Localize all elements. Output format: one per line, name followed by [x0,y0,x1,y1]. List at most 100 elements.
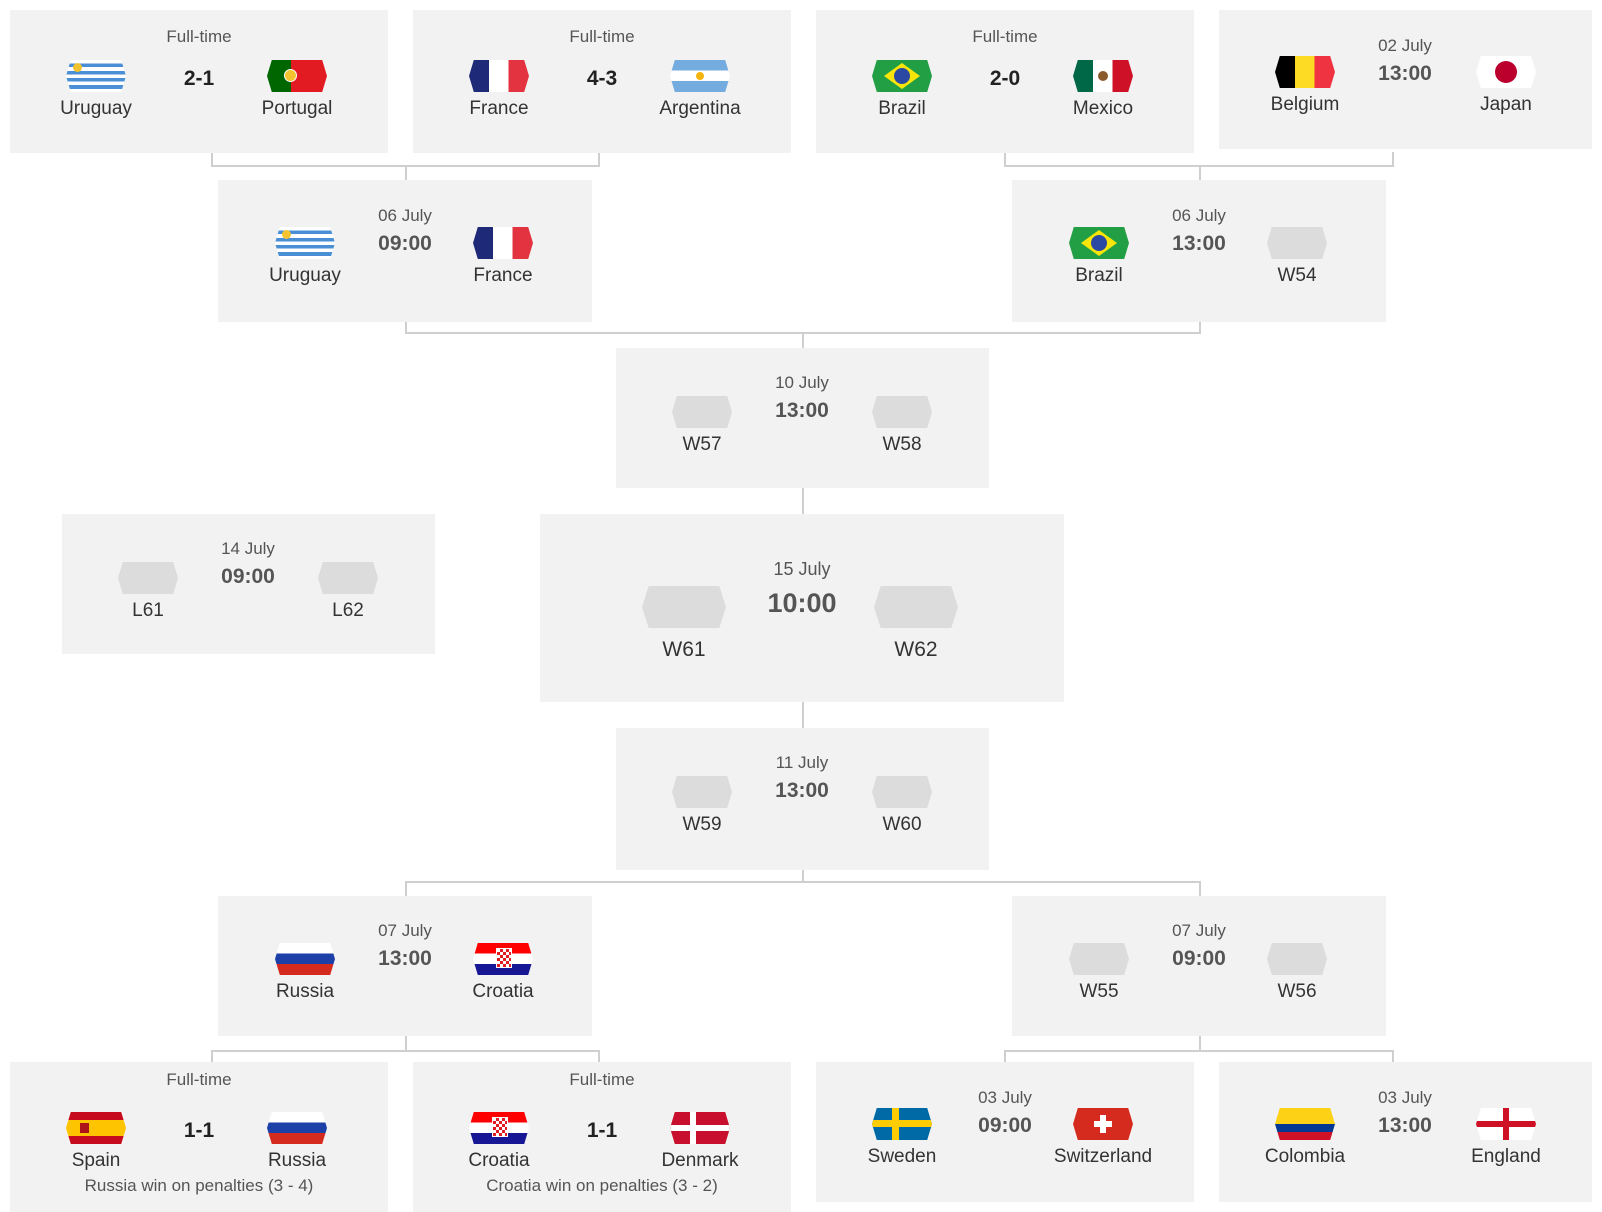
match-time-block: 06 July 09:00 [345,206,465,256]
team-name: W56 [1277,981,1317,1002]
match-card-uruguay-portugal[interactable]: Full-time Uruguay 2-1 Portugal [10,10,388,153]
denmark-flag-icon [670,1112,730,1144]
team-name: Argentina [659,98,741,119]
home-team[interactable]: W61 [629,586,739,662]
placeholder-flag-icon [1267,943,1327,975]
away-team[interactable]: W60 [847,776,957,836]
brazil-flag-icon [872,60,932,92]
team-name: France [469,98,529,119]
away-team[interactable]: Russia [242,1112,352,1172]
match-time-block: 10 July 13:00 [742,373,862,423]
match-date: 03 July [978,1088,1032,1107]
penalties-note: Russia win on penalties (3 - 4) [84,1176,314,1195]
team-name: Spain [71,1150,121,1171]
team-name: Sweden [867,1146,937,1167]
connector-line [1392,152,1394,166]
away-team[interactable]: Denmark [645,1112,755,1172]
match-card-colombia-england[interactable]: 03 July 13:00 Colombia England [1219,1062,1592,1202]
home-team[interactable]: W59 [647,776,757,836]
home-team[interactable]: Uruguay [250,227,360,287]
team-name: Russia [267,1150,327,1171]
connector-line [405,1036,407,1051]
connector-line [405,881,1201,883]
match-status: Full-time [972,27,1038,46]
home-team[interactable]: Uruguay [41,60,151,120]
match-card-croatia-denmark[interactable]: Full-time Croatia 1-1 Denmark Croatia wi… [413,1062,791,1212]
team-name: Croatia [468,1150,530,1171]
match-status: Full-time [166,27,232,46]
uruguay-flag-icon [66,60,126,92]
away-team[interactable]: England [1451,1108,1561,1168]
away-team[interactable]: W54 [1242,227,1352,287]
match-time: 09:00 [378,232,432,255]
connector-line [1004,1050,1394,1052]
match-time-block: 03 July 13:00 [1345,1088,1465,1138]
home-team[interactable]: W57 [647,396,757,456]
match-card-belgium-japan[interactable]: 02 July 13:00 Belgium Japan [1219,10,1592,149]
placeholder-flag-icon [1069,943,1129,975]
match-time: 09:00 [1172,947,1226,970]
match-card-france-argentina[interactable]: Full-time France 4-3 Argentina [413,10,791,153]
home-team[interactable]: Belgium [1250,56,1360,116]
away-team[interactable]: Portugal [242,60,352,120]
placeholder-flag-icon [874,586,958,628]
match-time: 13:00 [378,947,432,970]
home-team[interactable]: Brazil [847,60,957,120]
team-name: Colombia [1264,1146,1346,1167]
match-date: 02 July [1378,36,1432,55]
placeholder-flag-icon [118,562,178,594]
connector-line [1199,881,1201,897]
match-status: Full-time [569,1070,635,1089]
team-name: Uruguay [60,98,132,119]
home-team[interactable]: Colombia [1250,1108,1360,1168]
match-score: 4-3 [586,67,618,90]
match-card-spain-russia[interactable]: Full-time Spain 1-1 Russia Russia win on… [10,1062,388,1212]
match-card-qf-w55-w56[interactable]: 07 July 09:00 W55 W56 [1012,896,1386,1036]
away-team[interactable]: Japan [1451,56,1561,116]
home-team[interactable]: L61 [93,562,203,622]
home-team[interactable]: Russia [250,943,360,1003]
home-team[interactable]: Brazil [1044,227,1154,287]
match-time: 13:00 [1378,62,1432,85]
match-time-block: 14 July 09:00 [188,539,308,589]
connector-line [802,332,804,348]
match-date: 07 July [378,921,432,940]
team-name: Brazil [878,98,926,119]
away-team[interactable]: Mexico [1048,60,1158,120]
away-team[interactable]: W62 [861,586,971,662]
match-date: 06 July [1172,206,1226,225]
team-name: Switzerland [1053,1146,1153,1167]
home-team[interactable]: W55 [1044,943,1154,1003]
home-team[interactable]: France [444,60,554,120]
england-flag-icon [1476,1108,1536,1140]
away-team[interactable]: Argentina [645,60,755,120]
portugal-flag-icon [267,60,327,92]
match-card-sweden-switzerland[interactable]: 03 July 09:00 Sweden Switzerland [816,1062,1194,1202]
match-card-qf-russia-croatia[interactable]: 07 July 13:00 Russia Croatia [218,896,592,1036]
home-team[interactable]: Spain [41,1112,151,1172]
connector-line [1004,1050,1006,1064]
match-card-sf-w59-w60[interactable]: 11 July 13:00 W59 W60 [616,728,989,870]
away-team[interactable]: W56 [1242,943,1352,1003]
brazil-flag-icon [1069,227,1129,259]
match-date: 10 July [775,373,829,392]
match-card-sf-w57-w58[interactable]: 10 July 13:00 W57 W58 [616,348,989,488]
match-card-brazil-mexico[interactable]: Full-time Brazil 2-0 Mexico [816,10,1194,153]
match-card-qf-uruguay-france[interactable]: 06 July 09:00 Uruguay France [218,180,592,322]
away-team[interactable]: France [448,227,558,287]
match-card-final[interactable]: 15 July 10:00 W61 W62 [540,514,1064,702]
match-card-qf-brazil-w54[interactable]: 06 July 13:00 Brazil W54 [1012,180,1386,322]
match-card-third-place[interactable]: 14 July 09:00 L61 L62 [62,514,435,654]
match-time: 13:00 [775,399,829,422]
away-team[interactable]: L62 [293,562,403,622]
away-team[interactable]: Croatia [448,943,558,1003]
match-time-block: 07 July 09:00 [1139,921,1259,971]
connector-line [1199,1036,1201,1051]
team-name: England [1471,1146,1541,1167]
away-team[interactable]: W58 [847,396,957,456]
home-team[interactable]: Croatia [444,1112,554,1172]
home-team[interactable]: Sweden [847,1108,957,1168]
croatia-flag-icon [469,1112,529,1144]
russia-flag-icon [267,1112,327,1144]
away-team[interactable]: Switzerland [1048,1108,1158,1168]
